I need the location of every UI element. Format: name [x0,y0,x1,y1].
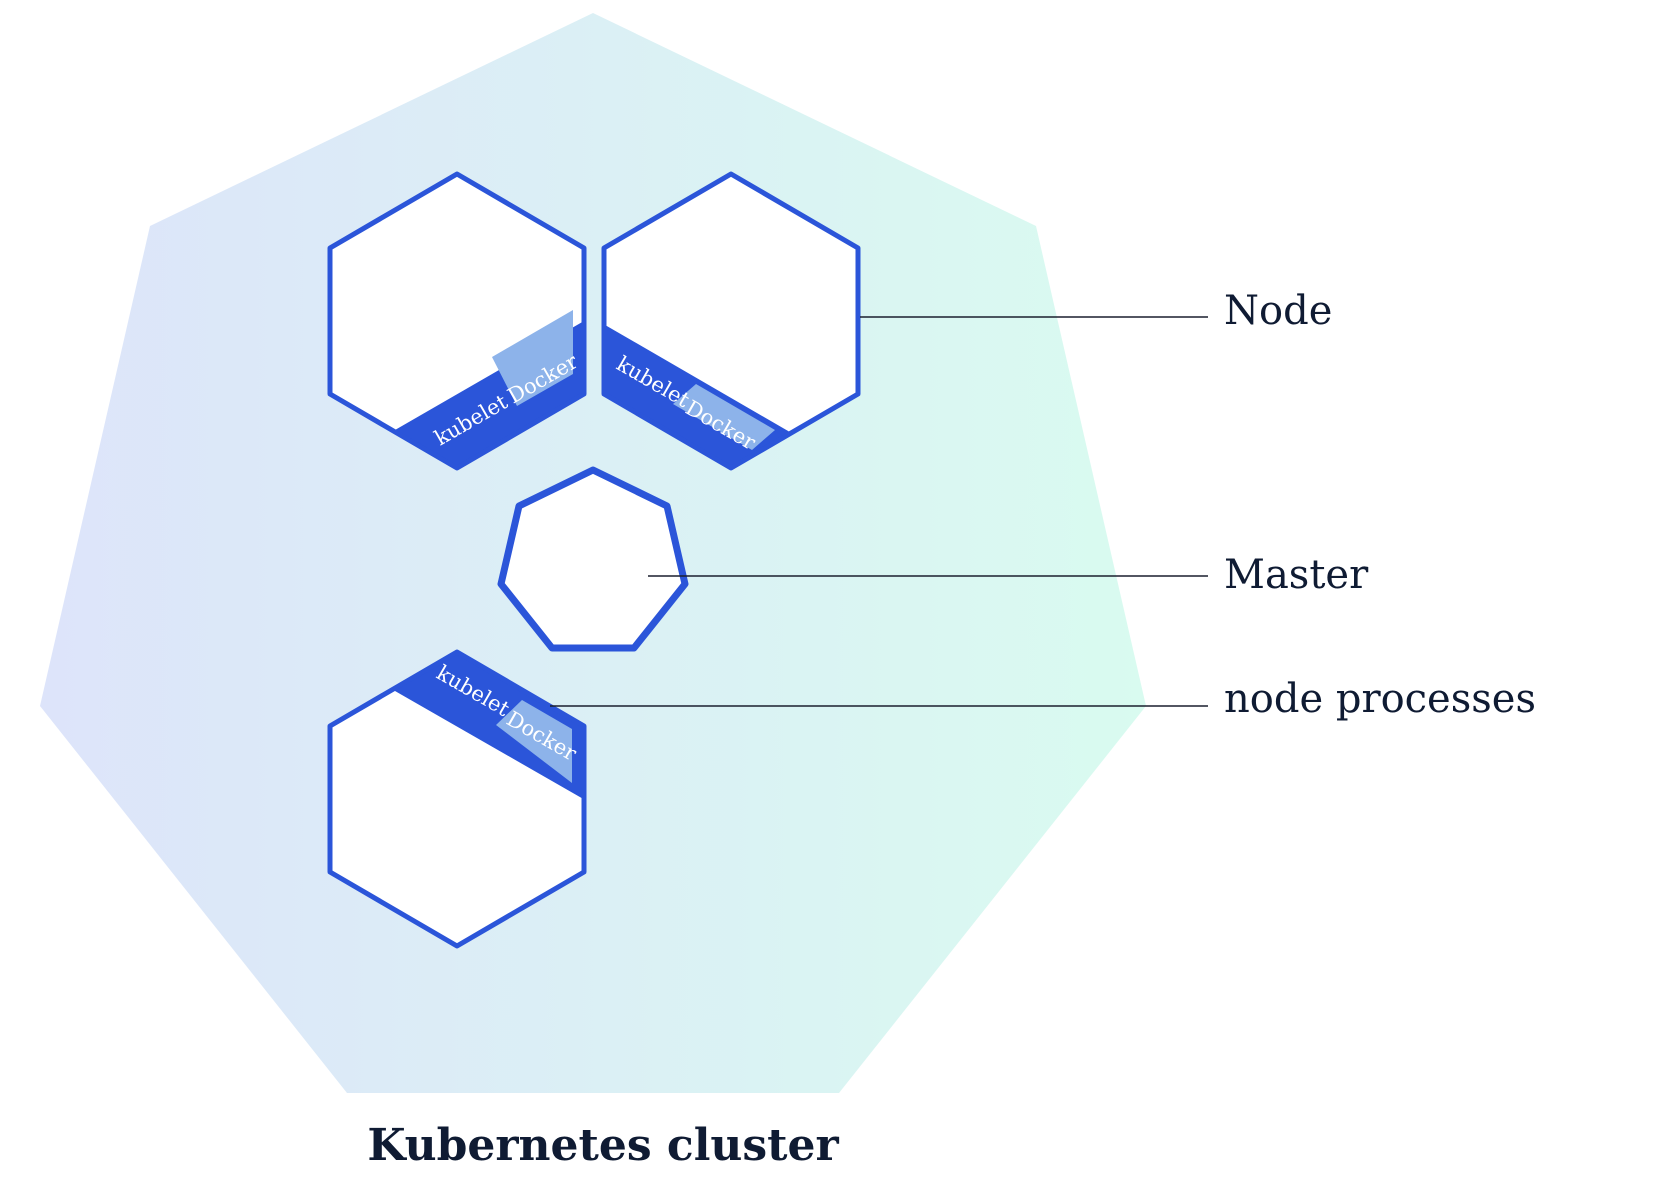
master-callout-label: Master [1224,552,1369,598]
node-processes-callout-label: node processes [1224,676,1536,722]
node-callout-label: Node [1224,288,1332,334]
docker-badge [673,384,775,450]
docker-badge [492,310,573,406]
diagram-caption: Kubernetes cluster [367,1120,839,1171]
master-heptagon-shape [497,466,689,652]
docker-badge [496,700,572,783]
